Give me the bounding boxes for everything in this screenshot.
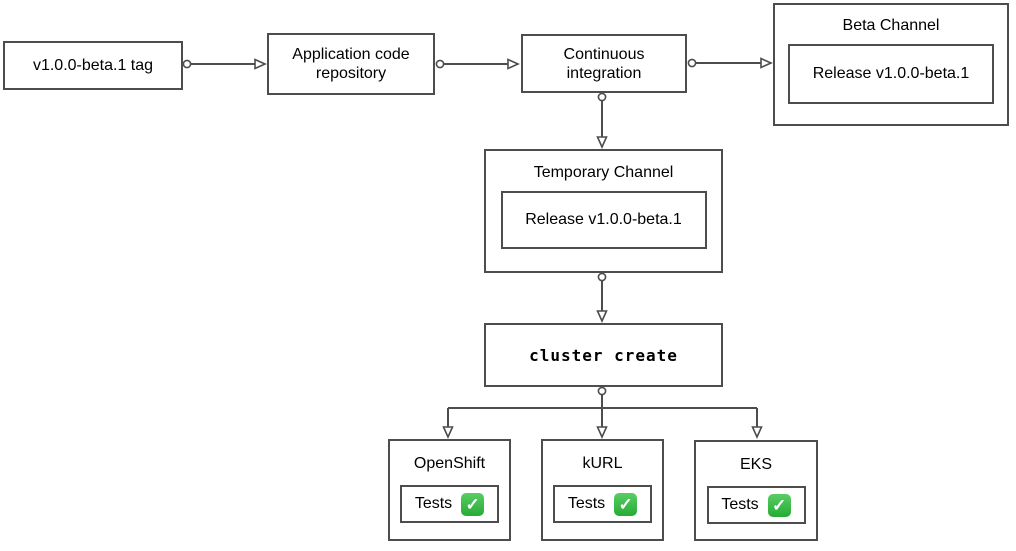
beta-channel-title: Beta Channel <box>842 17 940 34</box>
eks-tests-label: Tests <box>721 496 759 513</box>
beta-channel-release-box: Release v1.0.0-beta.1 <box>788 44 994 104</box>
check-icon: ✓ <box>461 492 485 516</box>
check-icon: ✓ <box>767 493 791 517</box>
beta-channel-release-label: Release v1.0.0-beta.1 <box>812 65 970 82</box>
kurl-tests-box: Tests ✓ <box>553 485 652 523</box>
openshift-title: OpenShift <box>413 455 486 472</box>
eks-tests-box: Tests ✓ <box>706 486 806 524</box>
kurl-title: kURL <box>582 455 623 472</box>
cluster-create-label: cluster create <box>529 345 678 365</box>
temporary-channel-title: Temporary Channel <box>533 164 674 181</box>
node-application-code-repository: Application code repository <box>267 33 435 95</box>
temporary-channel-release-label: Release v1.0.0-beta.1 <box>525 211 682 228</box>
node-version-tag-label: v1.0.0-beta.1 tag <box>32 57 154 74</box>
temporary-channel-release-box: Release v1.0.0-beta.1 <box>500 191 707 249</box>
node-version-tag: v1.0.0-beta.1 tag <box>3 41 183 90</box>
node-continuous-integration-label: Continuous integration <box>563 45 645 82</box>
node-continuous-integration: Continuous integration <box>521 34 687 93</box>
eks-title: EKS <box>739 456 772 473</box>
openshift-tests-label: Tests <box>414 495 453 512</box>
node-temporary-channel: Temporary Channel Release v1.0.0-beta.1 <box>484 149 723 273</box>
node-openshift: OpenShift Tests ✓ <box>388 439 511 541</box>
check-icon: ✓ <box>614 492 638 516</box>
node-cluster-create: cluster create <box>484 323 723 387</box>
node-beta-channel: Beta Channel Release v1.0.0-beta.1 <box>773 3 1009 126</box>
kurl-tests-label: Tests <box>567 495 606 512</box>
node-application-code-repository-label: Application code repository <box>292 46 410 82</box>
openshift-tests-box: Tests ✓ <box>400 485 499 523</box>
node-eks: EKS Tests ✓ <box>694 440 818 541</box>
node-kurl: kURL Tests ✓ <box>541 439 664 541</box>
